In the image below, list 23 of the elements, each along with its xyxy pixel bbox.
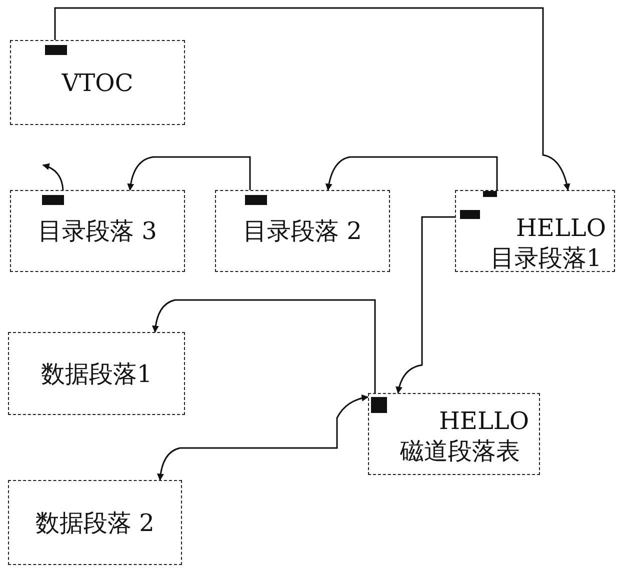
label-text: 目录段落 3	[38, 216, 157, 246]
arrow	[54, 7, 570, 191]
heading-text: HELLO	[516, 213, 606, 243]
segment-box	[8, 480, 182, 565]
label-text: 目录段落 2	[243, 216, 362, 246]
label-text: 目录段落1	[490, 243, 602, 273]
arrow	[42, 164, 64, 190]
label-text: 数据段落1	[40, 358, 152, 388]
arrow	[127, 156, 251, 191]
segment-box	[10, 190, 185, 272]
segment-box	[368, 393, 540, 475]
arrow	[396, 216, 455, 394]
segment-box	[455, 190, 615, 272]
segment-box	[10, 40, 185, 125]
segment-box	[8, 332, 185, 415]
arrow	[326, 156, 498, 191]
label-text: 磁道段落表	[400, 436, 520, 466]
label-text: VTOC	[62, 68, 134, 98]
arrow	[152, 299, 376, 393]
label-text: 数据段落 2	[36, 508, 154, 538]
segment-box	[215, 190, 390, 272]
heading-text: HELLO	[439, 406, 529, 436]
arrow	[157, 394, 369, 481]
